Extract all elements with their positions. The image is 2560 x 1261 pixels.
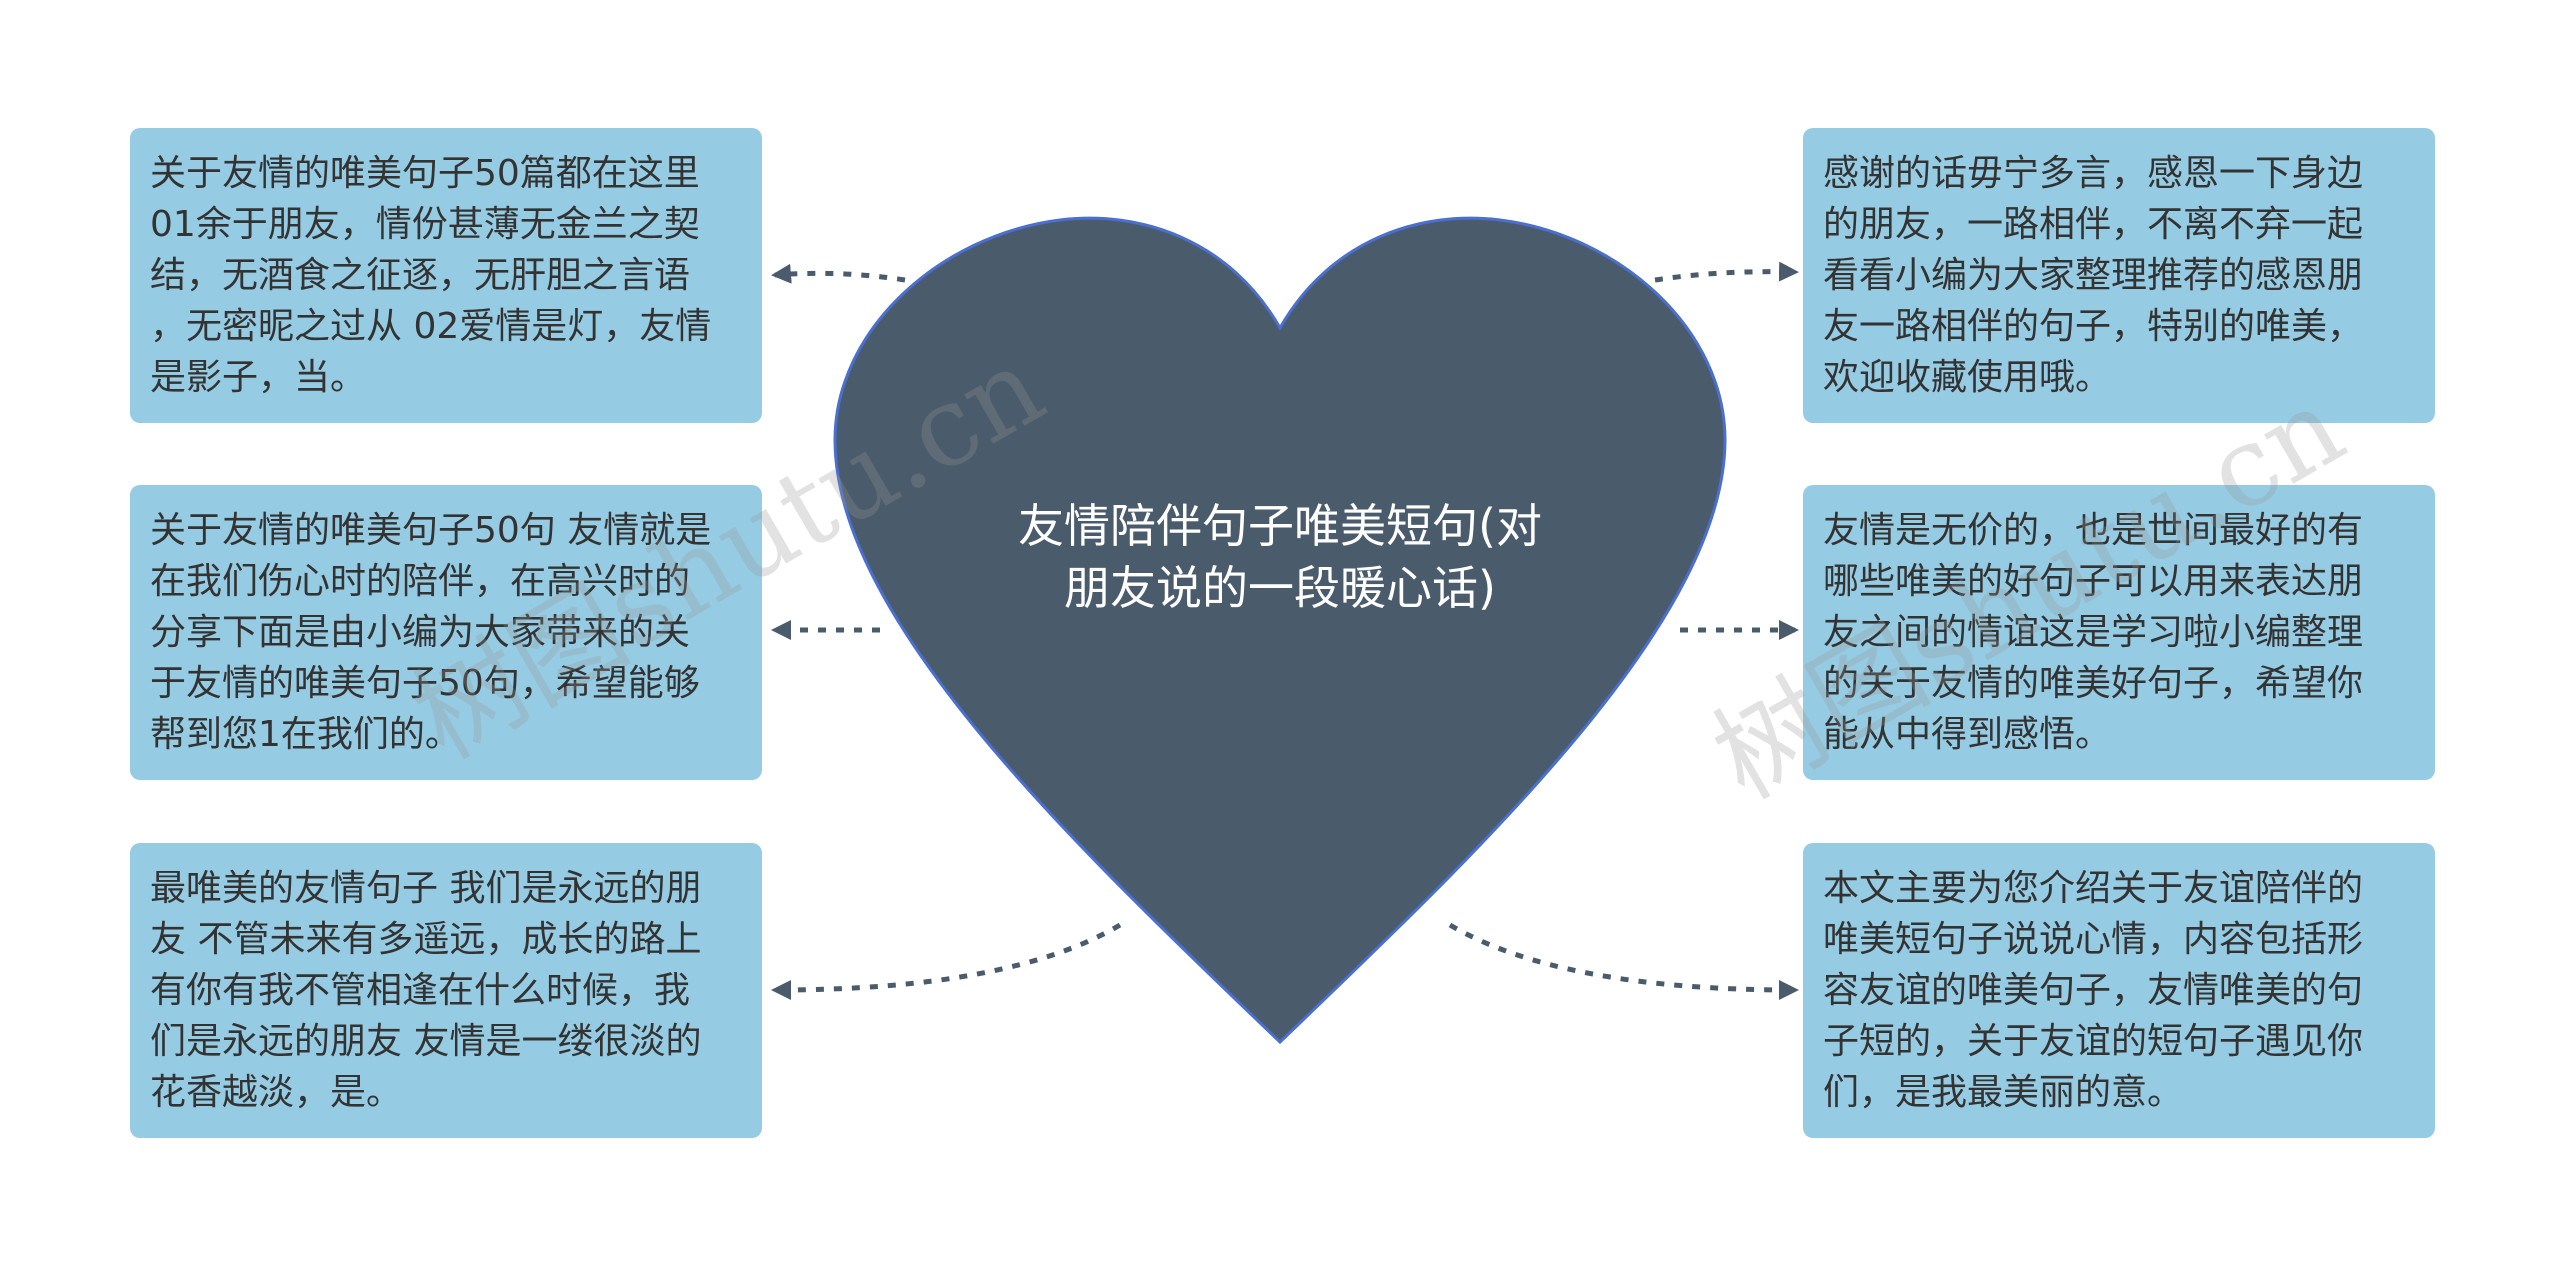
topic-node-left-1[interactable]: 关于友情的唯美句子50篇都在这里 01余于朋友，情份甚薄无金兰之契 结，无酒食之… — [130, 128, 762, 423]
connector-left-1 — [771, 263, 906, 284]
center-topic-title[interactable]: 友情陪伴句子唯美短句(对 朋友说的一段暖心话) — [1018, 499, 1542, 615]
center-heart-shape — [833, 216, 1727, 1045]
topic-node-left-2[interactable]: 关于友情的唯美句子50句 友情就是 在我们伤心时的陪伴，在高兴时的 分享下面是由… — [130, 485, 762, 780]
connector-left-3 — [771, 922, 1122, 1000]
connector-right-3 — [1448, 922, 1799, 1000]
connector-right-1 — [1654, 261, 1799, 283]
topic-node-right-3[interactable]: 本文主要为您介绍关于友谊陪伴的 唯美短句子说说心情，内容包括形 容友谊的唯美句子… — [1803, 843, 2435, 1138]
topic-node-right-2[interactable]: 友情是无价的，也是世间最好的有 哪些唯美的好句子可以用来表达朋 友之间的情谊这是… — [1803, 485, 2435, 780]
topic-node-right-1[interactable]: 感谢的话毋宁多言，感恩一下身边 的朋友，一路相伴，不离不弃一起 看看小编为大家整… — [1803, 128, 2435, 423]
topic-node-left-3[interactable]: 最唯美的友情句子 我们是永远的朋 友 不管未来有多遥远，成长的路上 有你有我不管… — [130, 843, 762, 1138]
